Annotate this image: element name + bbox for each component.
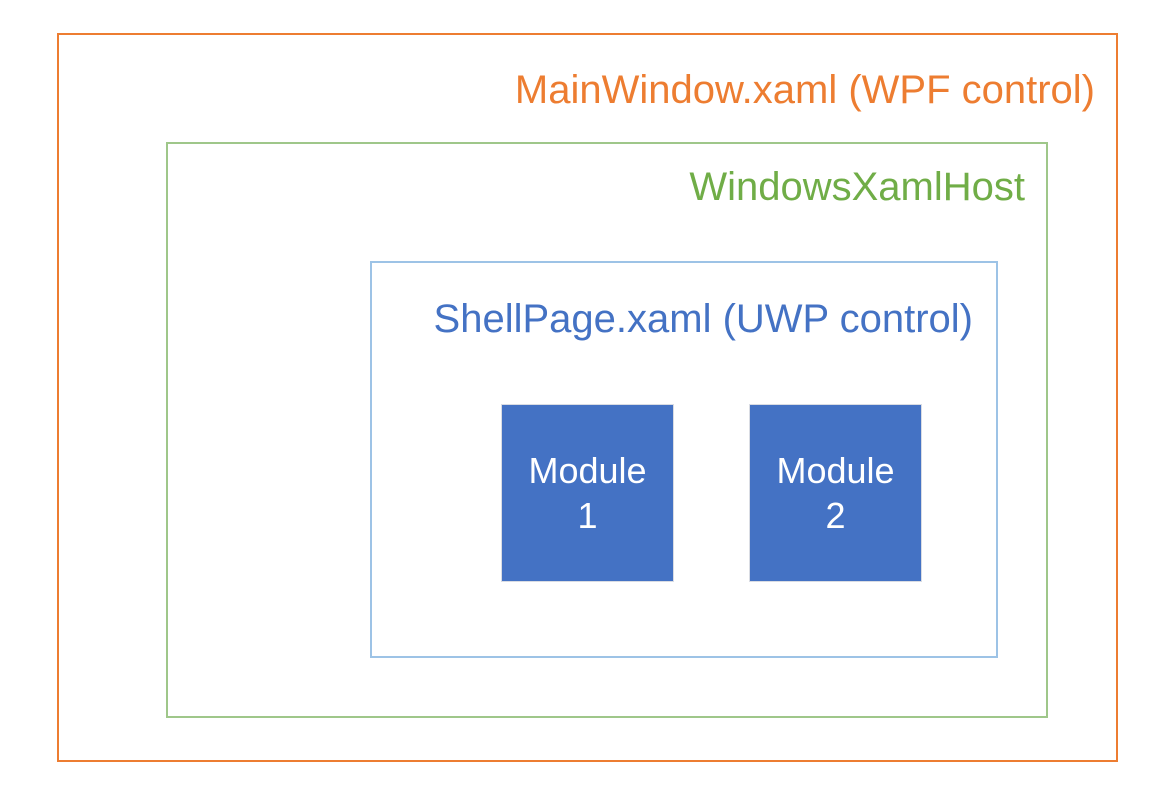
module-block-1: Module 1 — [501, 404, 674, 582]
module-block-1-number: 1 — [577, 495, 598, 536]
layer-label-windowsxamlhost: WindowsXamlHost — [689, 165, 1025, 209]
layer-label-shellpage: ShellPage.xaml (UWP control) — [433, 297, 973, 341]
module-block-2: Module 2 — [749, 404, 922, 582]
layer-box-shellpage — [370, 261, 998, 658]
module-block-2-number: 2 — [825, 495, 846, 536]
module-block-1-name: Module — [528, 450, 647, 491]
layer-box-windowsxamlhost — [166, 142, 1048, 718]
module-block-2-name: Module — [776, 450, 895, 491]
layer-label-wpf: MainWindow.xaml (WPF control) — [514, 68, 1095, 112]
layer-box-wpf — [57, 33, 1118, 762]
